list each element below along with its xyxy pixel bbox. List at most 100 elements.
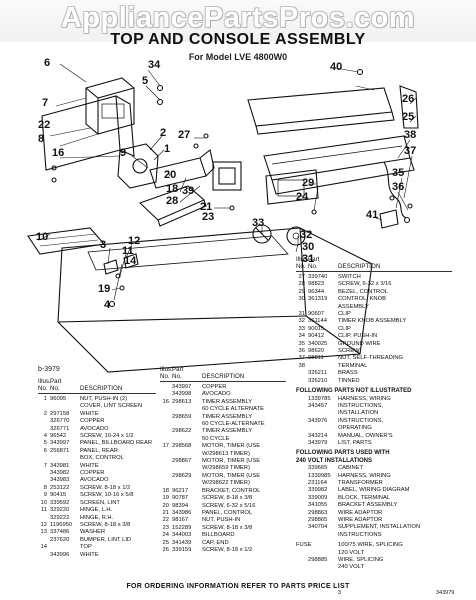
callout-numbers: 6 34 5 7 22 8 16 2 1 9 27 20 18 28 39 21…: [36, 58, 416, 311]
cell-part-no: 298613: [172, 398, 192, 405]
cell-illus-no: [296, 304, 308, 311]
model-subtitle: For Model LVE 4800W0: [188, 52, 288, 62]
cell-description: SCREW, 6-32 x 3/16: [338, 281, 392, 288]
cell-part-no: 298622: [172, 428, 192, 435]
cell-part-no: 90015: [308, 325, 325, 332]
ground-wire: [383, 161, 411, 224]
cell-description: SCREW, 10-24 x 1/2: [80, 433, 134, 440]
cell-description: COVER, LINT SCREEN: [80, 403, 143, 410]
cell-illus-no: 11: [40, 507, 47, 514]
col-illus-no: No.: [160, 373, 170, 380]
cell-illus-no: [296, 378, 308, 385]
cell-part-no: [50, 455, 80, 462]
cell-part-no: 329222: [50, 514, 70, 521]
callout: 2: [160, 127, 166, 139]
cell-illus-no: 12: [40, 521, 47, 528]
lint-screen-cover: [138, 185, 207, 227]
cell-description: CLIP, PUSH-IN: [338, 333, 378, 340]
cell-description: WASHER: [80, 529, 106, 536]
cell-part-no: 343981: [50, 462, 70, 469]
cell-illus-no: 1: [43, 396, 47, 402]
table-row: 120 VOLT: [296, 550, 452, 557]
cell-part-no: [308, 410, 338, 417]
callout: 40: [330, 61, 342, 73]
cell-description: 240 VOLT: [338, 564, 364, 571]
table-row: 298629 MOTOR, TIMER (USE: [160, 473, 286, 480]
cell-illus-no: 14: [40, 544, 47, 551]
col-illus-label: Illus.: [160, 366, 173, 373]
cell-description: NUT, SELF-THREADING: [338, 355, 404, 362]
callout: 19: [98, 283, 110, 295]
callout: 5: [142, 75, 148, 87]
cell-illus-no: [38, 426, 50, 433]
cell-description: CLIP: [338, 325, 351, 332]
table-header: No. No. DESCRIPTION: [296, 263, 452, 270]
callout: 28: [166, 195, 178, 207]
cell-description: W/298659 TIMER): [202, 465, 250, 472]
cell-part-no: 298865: [308, 517, 328, 523]
cell-illus-no: [38, 455, 50, 462]
callout: 27: [178, 129, 190, 141]
callout: 41: [366, 209, 378, 221]
cell-description: 120 VOLT: [338, 549, 364, 556]
table-row: BOX, CONTROL: [38, 455, 156, 462]
cell-illus-no: [160, 406, 172, 413]
cell-description: LABEL, WIRING DIAGRAM: [338, 487, 410, 494]
cell-part-no: 343998: [172, 391, 192, 398]
table-row: 60 CYCLE-ALTERNATE: [160, 421, 286, 428]
cell-description: MOTOR, TIMER (USE: [202, 443, 261, 450]
cell-part-no: 339740: [308, 274, 328, 280]
document-code: 343979: [436, 590, 455, 596]
control-knob: [286, 226, 306, 246]
col-illus-label: Illus.: [38, 378, 51, 385]
cell-illus-no: [296, 502, 308, 509]
cell-part-no: 326770: [50, 418, 70, 425]
cell-part-no: 343457: [308, 402, 328, 409]
cell-part-no: 1196950: [50, 521, 73, 528]
cell-description: 100/75 WIRE, SPLICING: [338, 542, 403, 549]
site-watermark: AppliancePartsPros.com: [60, 2, 416, 34]
cell-description: HARNESS, WIRING: [338, 472, 391, 479]
exploded-parts-diagram: 6 34 5 7 22 8 16 2 1 9 27 20 18 28 39 21…: [27, 58, 419, 373]
cell-part-no: [308, 363, 338, 370]
col-part-no: No.: [308, 263, 318, 270]
cell-description: HINGE, L.H.: [80, 507, 113, 514]
section-heading-240v-line2: 240 VOLT INSTALLATIONS: [296, 457, 373, 464]
cell-description: TIMER ASSEMBLY: [202, 398, 253, 405]
callout: 38: [404, 129, 416, 141]
callout: 6: [44, 58, 50, 69]
control-bracket: [149, 149, 215, 189]
cell-illus-no: 17: [162, 443, 169, 450]
cell-part-no: 90607: [308, 311, 325, 318]
table-header: Illus. Part: [38, 378, 156, 385]
lint-screen: [27, 227, 106, 255]
callout: 21: [200, 201, 212, 213]
table-row: 298865 WIRE ADAPTOR: [296, 517, 452, 524]
cell-illus-no: 23: [162, 524, 169, 531]
cell-illus-no: 19: [162, 495, 169, 502]
cell-illus-no: 16: [162, 398, 169, 405]
cell-part-no: 343979: [308, 439, 328, 446]
table-divider: [160, 381, 286, 382]
cell-description: WIRE ADAPTOR: [338, 517, 383, 523]
cell-illus-no: 28: [298, 281, 305, 288]
cell-description: AVOCADO: [80, 477, 109, 484]
cell-description: MOTOR, TIMER (USE: [202, 472, 261, 479]
cell-illus-no: 29: [298, 288, 305, 295]
callout: 25: [402, 111, 414, 123]
table-header: No. No. DESCRIPTION: [38, 385, 156, 392]
cell-part-no: [308, 532, 338, 539]
cell-part-no: 298629: [172, 472, 192, 479]
